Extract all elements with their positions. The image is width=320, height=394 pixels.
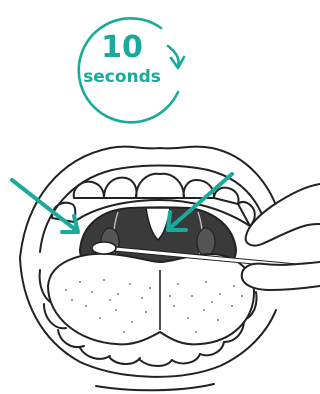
arrow-icon <box>12 180 78 232</box>
tongue-icon <box>48 254 254 345</box>
tonsil-icon <box>197 228 215 256</box>
timer-value: 10 <box>101 30 143 65</box>
timer-unit-label: seconds <box>83 67 161 87</box>
timer-icon: 10 seconds <box>79 18 184 122</box>
